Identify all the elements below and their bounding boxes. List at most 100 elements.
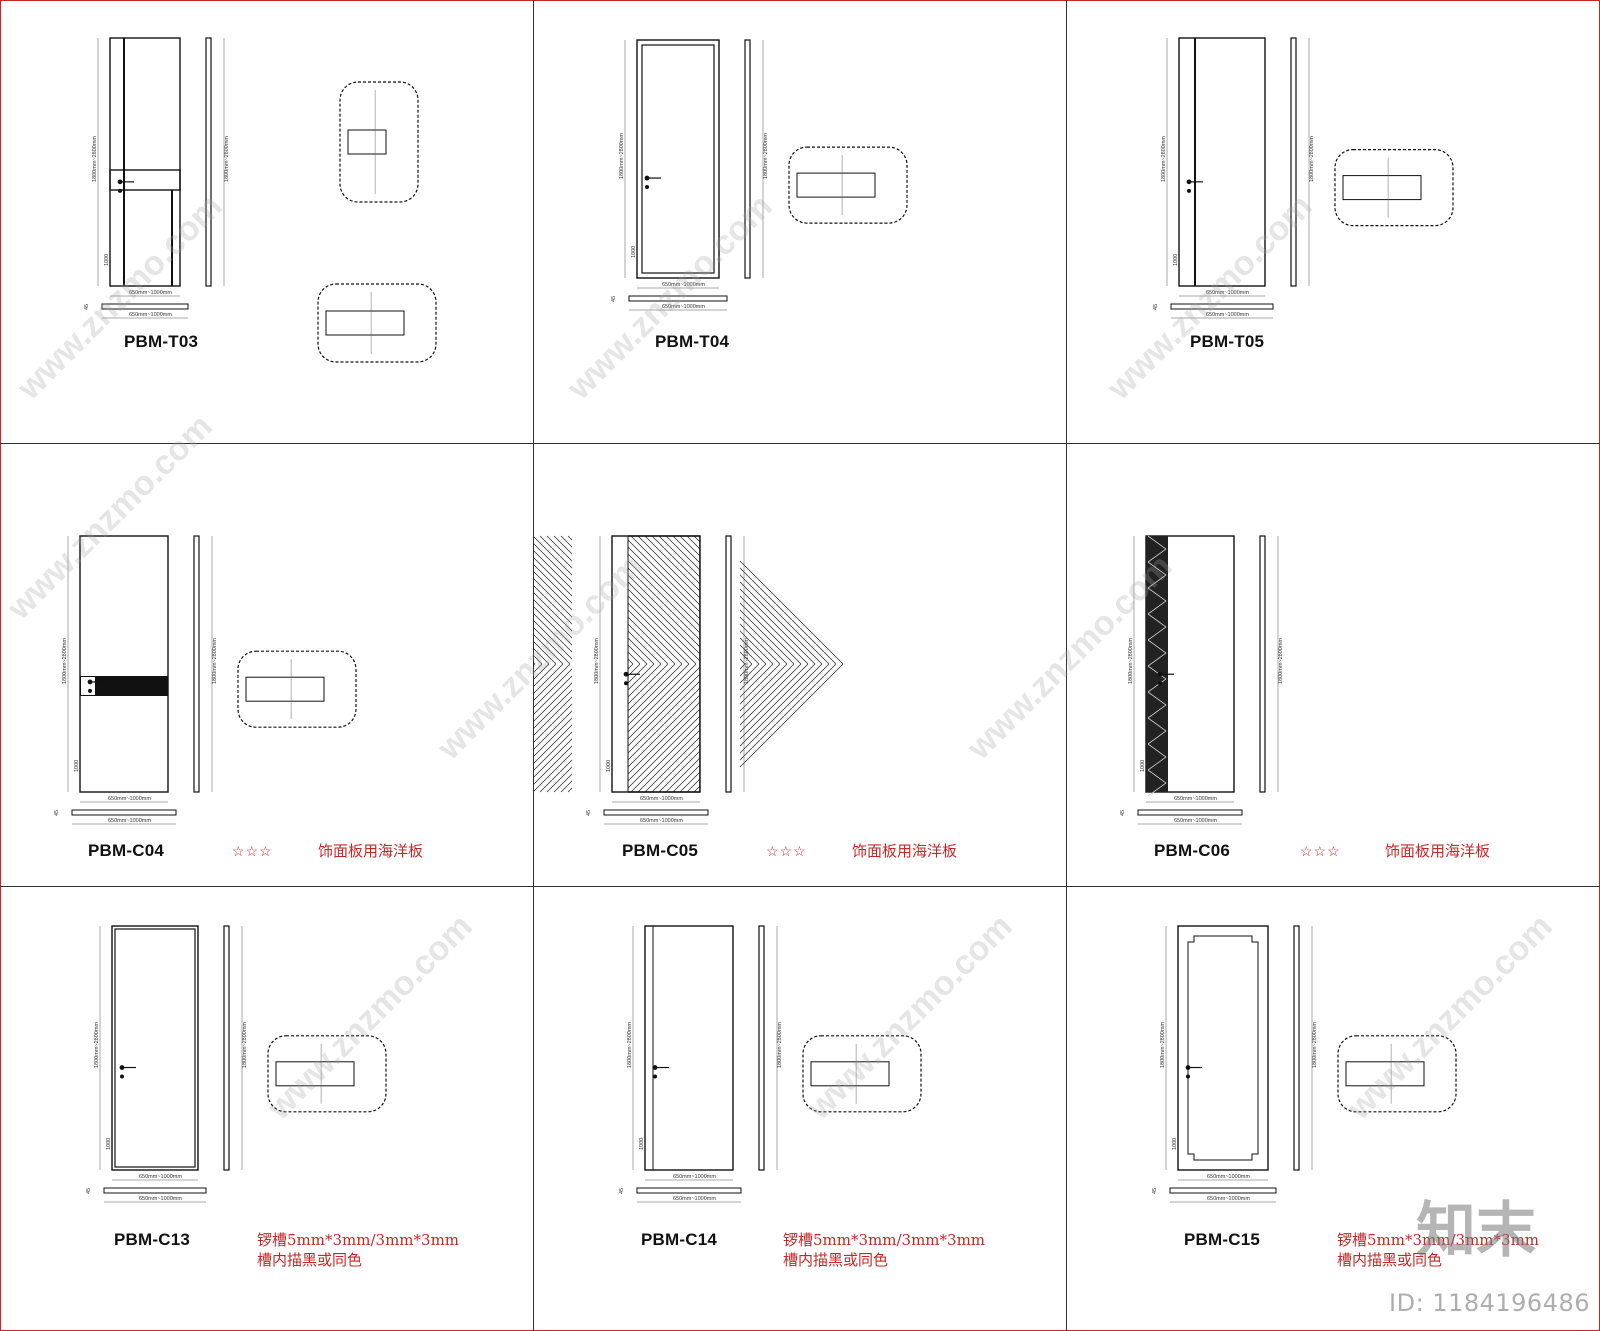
height-dimension-label: 1800mm~2800mm (627, 1022, 633, 1068)
handle-height-label: 1000 (639, 1138, 645, 1150)
grid-divider-h2 (0, 886, 1600, 887)
height-dimension-label: 1800mm~2800mm (94, 1022, 100, 1068)
carving-pattern (1147, 769, 1167, 797)
door-lock-cylinder (624, 681, 628, 686)
detail-callout (267, 1035, 387, 1113)
spec-note-line-2: 槽内描黑或同色 (783, 1251, 889, 1269)
height-dimension-label: 1800mm~2800mm (763, 133, 769, 179)
door-panel-band (109, 169, 181, 191)
product-code: PBM-C04 (88, 841, 165, 860)
detail-section (275, 1061, 355, 1087)
door-leaf (111, 925, 199, 1171)
spec-note: 饰面板用海洋板 (318, 841, 423, 861)
height-dimension-label: 1800mm~2800mm (62, 638, 68, 684)
door-leaf (109, 37, 181, 287)
door-inner-frame (114, 928, 196, 1168)
height-dimension-label: 1800mm~2800mm (1309, 136, 1315, 182)
door-lock-cylinder (1158, 681, 1162, 686)
door-lock-cylinder (88, 688, 92, 693)
detail-callout (788, 146, 908, 224)
thickness-label: 45 (619, 1188, 625, 1194)
door-side-view (1259, 535, 1266, 793)
brand-logo-text: 知末 (1416, 1196, 1536, 1266)
carving-pattern (1147, 665, 1167, 693)
spec-note-line-1: 饰面板用海洋板 (1385, 842, 1491, 860)
hatch-line (533, 663, 592, 723)
detail-section (810, 1061, 890, 1087)
handle-height-label: 1000 (1173, 254, 1179, 266)
grid-divider-v2 (1066, 0, 1067, 1331)
door-side-view (223, 925, 230, 1171)
hatch-line (533, 605, 592, 665)
door-elevation-drawing: 1800mm~2800mm 1800mm~2800mm 1000 650mm~1000… (84, 37, 437, 363)
handle-height-label: 1000 (74, 760, 80, 772)
thickness-label: 45 (611, 296, 617, 302)
hatch-mask (700, 534, 740, 794)
spec-note-line-2: 槽内描黑或同色 (257, 1251, 363, 1269)
product-code: PBM-C15 (1184, 1230, 1261, 1249)
height-dimension-label: 1800mm~2800mm (744, 638, 750, 684)
door-leaf (611, 535, 701, 793)
door-lock-cylinder (1186, 1074, 1190, 1079)
detail-callout (1337, 1035, 1457, 1113)
height-dimension-label: 1800mm~2800mm (242, 1022, 248, 1068)
product-code: PBM-C13 (114, 1230, 191, 1249)
carving-pattern (1147, 587, 1167, 615)
spec-note: 锣槽5mm*3mm/3mm*3mm 槽内描黑或同色 (1337, 1230, 1539, 1270)
hatch-line (533, 626, 571, 665)
door-elevation-drawing: 1800mm~2800mm 1800mm~2800mm 1000 650mm~1000… (54, 535, 357, 825)
door-lock-cylinder (645, 185, 649, 190)
door-elevation-drawing: 1800mm~2800mm 1800mm~2800mm 1000 650mm~1000… (619, 925, 922, 1203)
door-plan-view (1169, 1187, 1277, 1194)
image-id: ID: 1184196486 (1389, 1289, 1590, 1317)
height-dimension-label: 1800mm~2800mm (1278, 638, 1284, 684)
width-dimension-label: 650mm~1000mm (640, 818, 683, 824)
detail-section (347, 129, 387, 155)
thickness-label: 45 (1152, 1188, 1158, 1194)
hatch-line (533, 663, 564, 695)
rating-stars: ☆☆☆ (232, 843, 273, 859)
handle-height-label: 1000 (104, 254, 110, 266)
carving-pattern (1147, 639, 1167, 667)
door-inner-frame (641, 44, 715, 274)
door-side-view (725, 535, 732, 793)
spec-note-line-1: 锣槽5mm*3mm/3mm*3mm (1337, 1231, 1540, 1249)
door-cell-pbm-t03: 1800mm~2800mm 1800mm~2800mm 1000 650mm~1000… (0, 0, 533, 443)
rating-stars: ☆☆☆ (1300, 843, 1341, 859)
width-dimension-label: 650mm~1000mm (108, 818, 151, 824)
detail-callout (237, 650, 357, 728)
door-plan-view (103, 1187, 207, 1194)
height-dimension-label: 1800mm~2800mm (92, 136, 98, 182)
width-dimension-label: 650mm~1000mm (1206, 312, 1249, 318)
thickness-label: 45 (54, 810, 60, 816)
height-dimension-label: 1800mm~2800mm (594, 638, 600, 684)
carving-pattern (1147, 561, 1167, 589)
door-dark-band (80, 676, 168, 696)
hatch-line (533, 663, 578, 709)
hatch-line (533, 663, 585, 716)
height-dimension-label: 1800mm~2800mm (212, 638, 218, 684)
door-elevation-drawing: 1800mm~2800mm 1800mm~2800mm 1000 650mm~1000… (1153, 37, 1454, 319)
width-dimension-label: 650mm~1000mm (108, 796, 151, 802)
width-dimension-label: 650mm~1000mm (129, 290, 172, 296)
carving-pattern (1147, 743, 1167, 771)
width-dimension-label: 650mm~1000mm (1206, 290, 1249, 296)
width-dimension-label: 650mm~1000mm (673, 1196, 716, 1202)
height-dimension-label: 1800mm~2800mm (224, 136, 230, 182)
door-plan-view (1137, 809, 1243, 816)
hatch-line (533, 663, 571, 702)
door-side-view (758, 925, 765, 1171)
width-dimension-label: 650mm~1000mm (673, 1174, 716, 1180)
width-dimension-label: 650mm~1000mm (1174, 818, 1217, 824)
door-plan-view (628, 295, 728, 302)
height-dimension-label: 1800mm~2800mm (777, 1022, 783, 1068)
spec-note-line-2: 槽内描黑或同色 (1337, 1251, 1443, 1269)
product-code: PBM-T04 (655, 332, 730, 351)
height-dimension-label: 1800mm~2800mm (1161, 136, 1167, 182)
spec-note: 饰面板用海洋板 (1385, 841, 1490, 861)
product-code: PBM-C14 (641, 1230, 718, 1249)
